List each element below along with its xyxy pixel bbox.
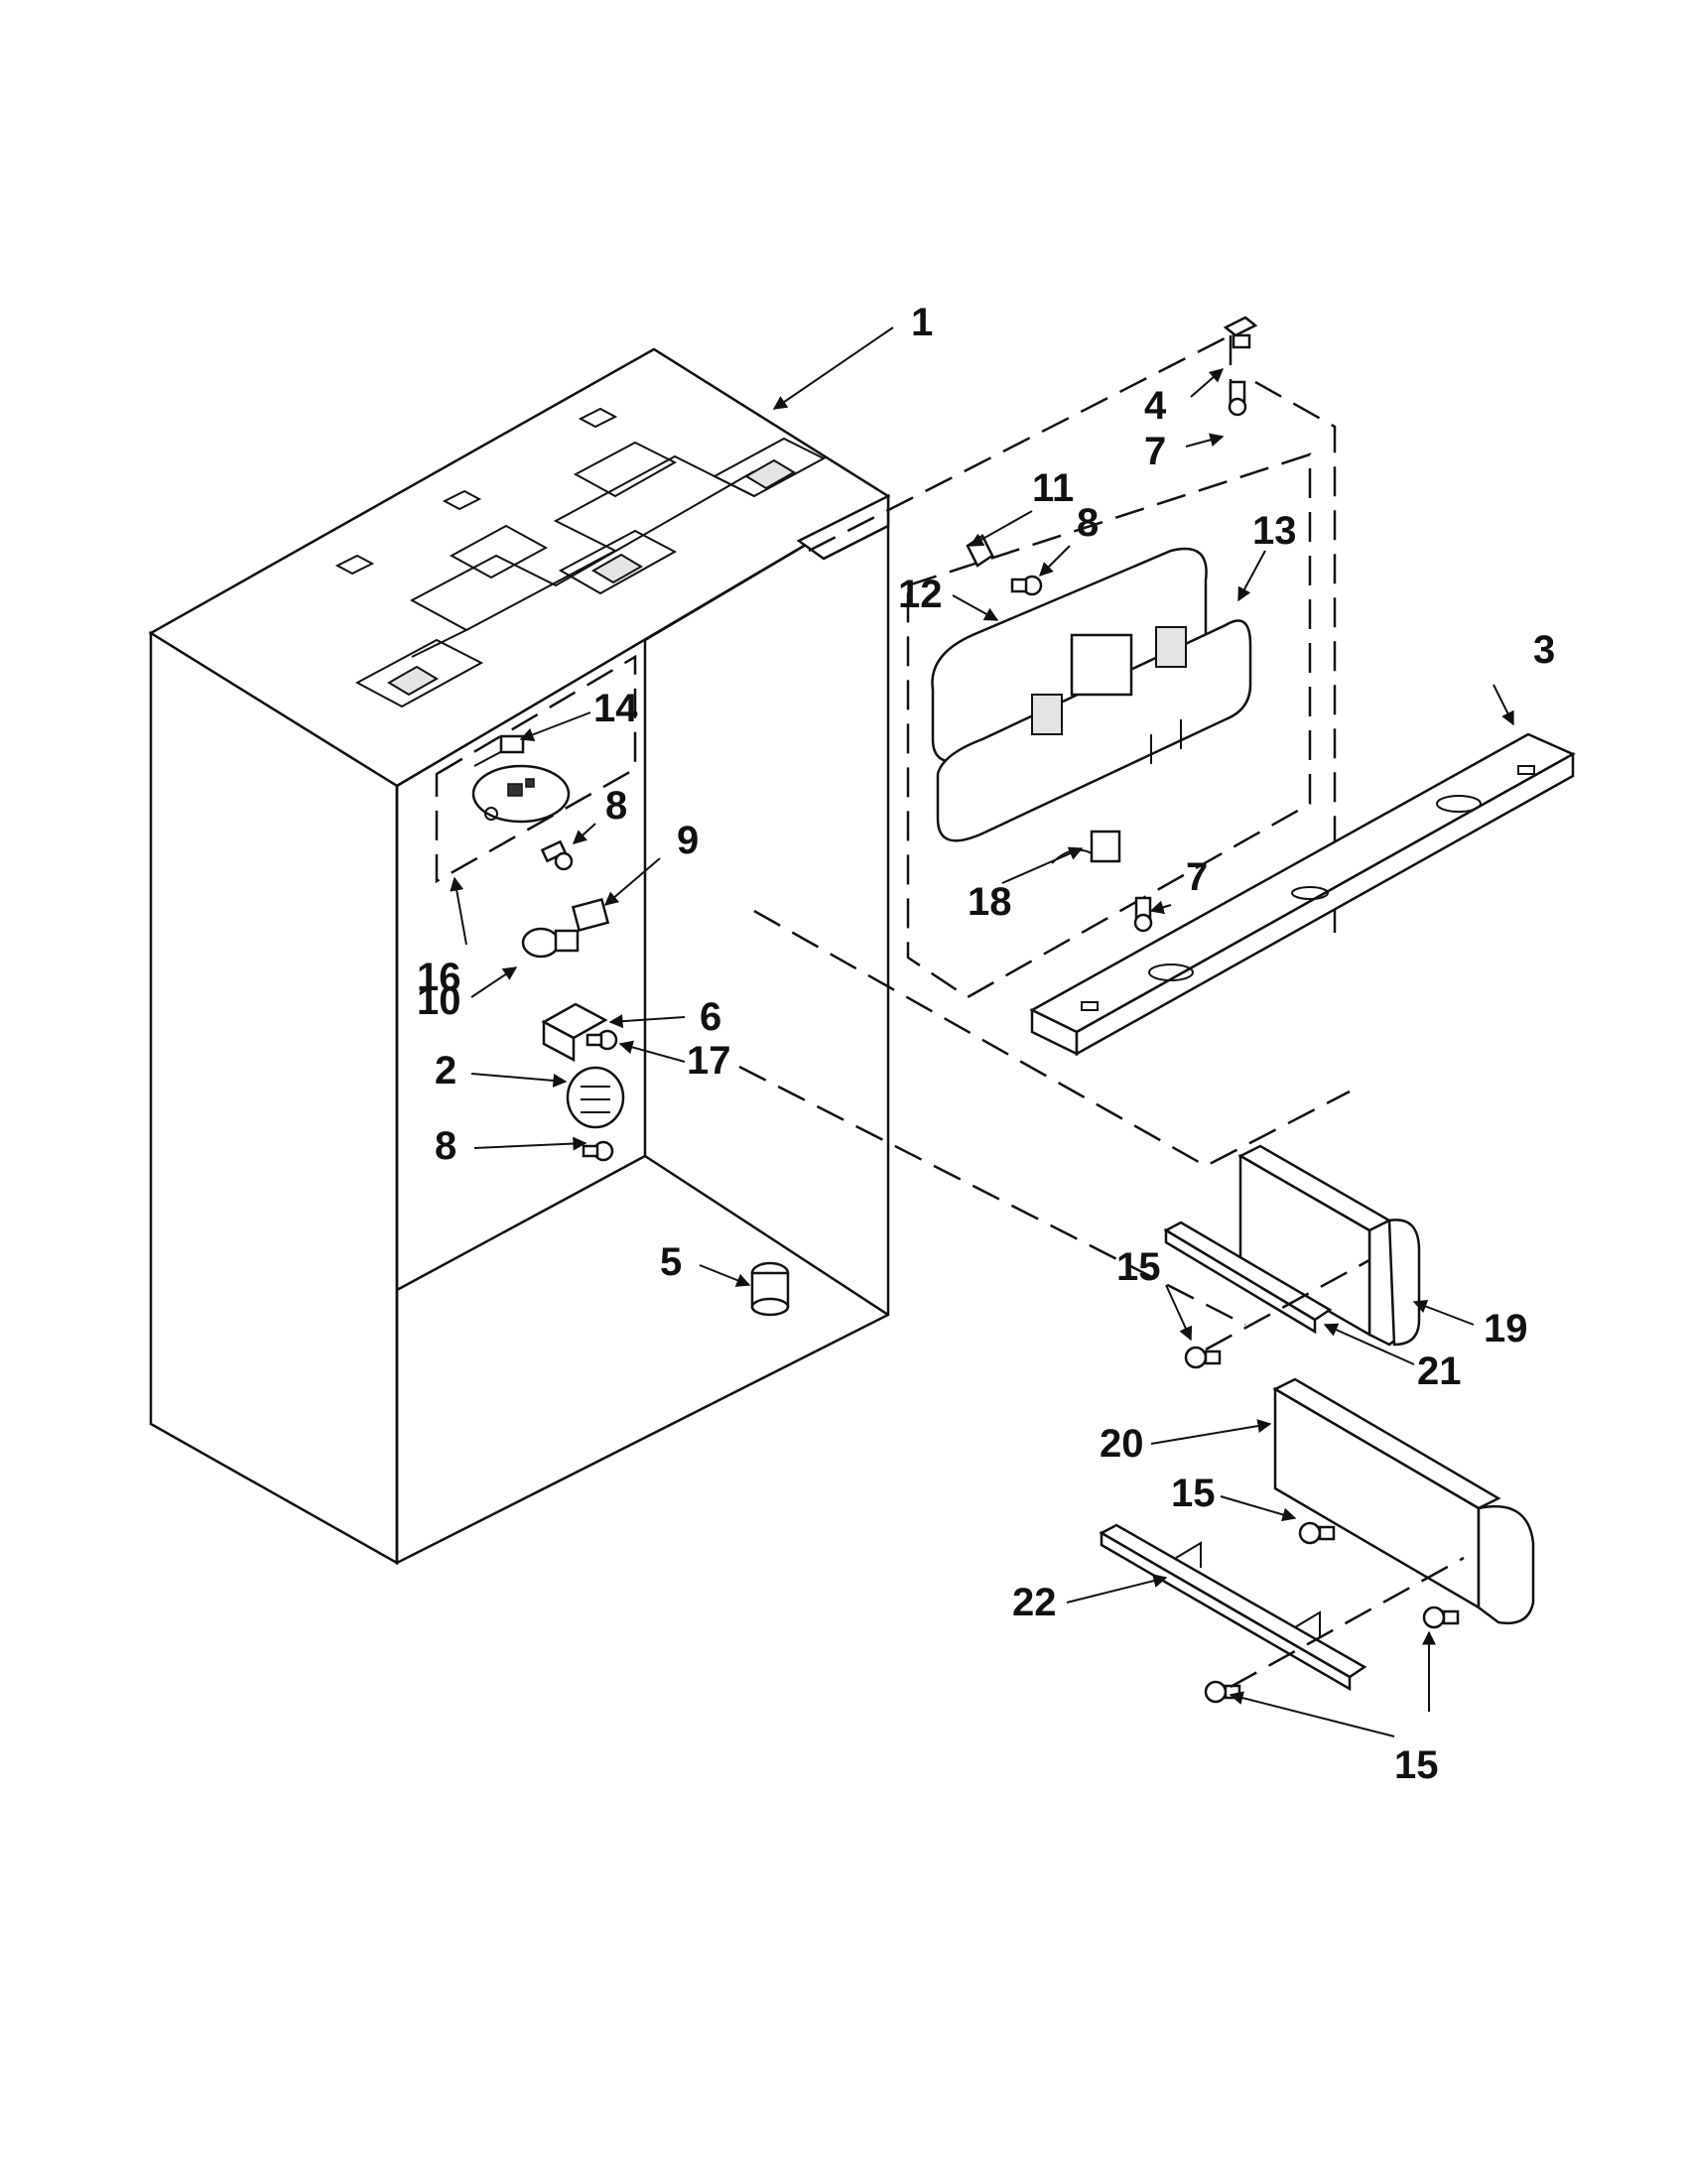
refrigerator-cabinet	[148, 347, 891, 1566]
callout-18: 18	[968, 880, 1012, 924]
light-bulb	[521, 927, 580, 959]
drawer-front-20	[1272, 1377, 1535, 1625]
callout-9: 9	[677, 819, 699, 862]
slide-rail-21	[1163, 1220, 1333, 1335]
callout-8-clip: 8	[1077, 501, 1099, 545]
slide-rail-22	[1099, 1523, 1367, 1692]
callout-3: 3	[1533, 628, 1555, 672]
callout-12: 12	[898, 573, 943, 616]
callout-5: 5	[660, 1240, 682, 1284]
callout-21: 21	[1417, 1349, 1462, 1393]
dashed-screw-guides	[1205, 1258, 1465, 1689]
screw-15-upper	[1184, 1346, 1222, 1369]
callout-labels: 1 2 3 4 5 6 7 7 8 8 8 9 10 11 12 13 14 1…	[417, 301, 1555, 1787]
screw-8-clip	[1010, 575, 1043, 596]
rail-3	[1029, 732, 1576, 1057]
callout-1: 1	[911, 301, 933, 344]
hinge-4	[1223, 316, 1258, 349]
callout-4: 4	[1144, 384, 1167, 428]
sensor-wire	[473, 734, 525, 767]
connector-18	[1051, 830, 1121, 864]
callout-11: 11	[1032, 466, 1074, 510]
callout-13: 13	[1252, 509, 1297, 553]
callout-20: 20	[1100, 1422, 1144, 1466]
callout-7-lower: 7	[1186, 855, 1208, 899]
callout-15-mid: 15	[1171, 1472, 1216, 1515]
screw-15-right	[1422, 1606, 1460, 1629]
leader-lines	[450, 326, 1514, 1737]
control-panel	[471, 764, 571, 824]
screw-7-lower	[1133, 896, 1153, 933]
light-shield	[566, 1066, 625, 1129]
callout-16: 16	[417, 956, 461, 999]
callout-15-lower: 15	[1394, 1743, 1439, 1787]
callout-14: 14	[593, 687, 638, 730]
callout-2: 2	[435, 1049, 456, 1092]
cup-5	[750, 1261, 790, 1317]
screw-8-control	[540, 839, 574, 871]
screw-7-top	[1228, 380, 1247, 417]
screw-8-shield	[582, 1140, 614, 1162]
screw-15-mid	[1298, 1521, 1336, 1545]
callout-10: 10	[417, 979, 461, 1023]
callout-7-top: 7	[1144, 430, 1166, 473]
bracket-6	[541, 1002, 608, 1063]
light-socket	[571, 897, 610, 933]
callout-15-upper: 15	[1116, 1245, 1161, 1289]
callout-8-shield: 8	[435, 1124, 456, 1168]
screw-17	[585, 1029, 618, 1051]
callout-19: 19	[1484, 1307, 1528, 1350]
callout-8-control: 8	[605, 784, 627, 828]
callout-22: 22	[1012, 1581, 1057, 1624]
callout-6: 6	[700, 995, 721, 1039]
callout-17: 17	[687, 1039, 731, 1083]
drawer-front-19	[1237, 1144, 1421, 1347]
light-housing	[931, 547, 1252, 842]
